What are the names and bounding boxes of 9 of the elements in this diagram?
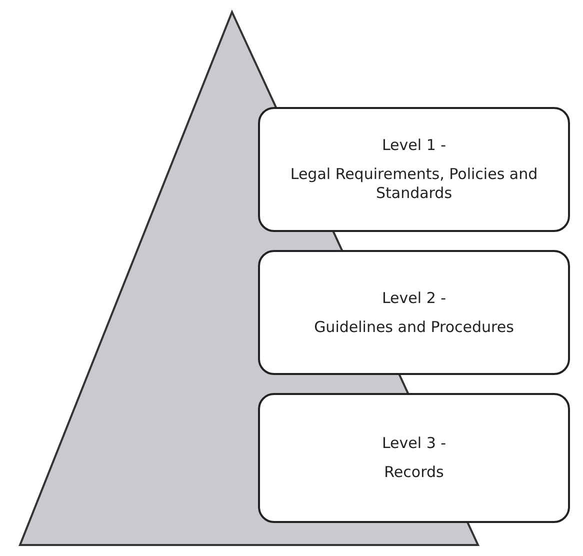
level-box <box>258 250 570 375</box>
level-box <box>258 107 570 232</box>
level-heading: Level 1 - <box>382 136 446 156</box>
level-description: Records <box>384 463 444 482</box>
level-heading: Level 2 - <box>382 288 446 308</box>
level-description: Legal Requirements, Policies and Standards <box>289 165 539 203</box>
level-heading: Level 3 - <box>382 434 446 453</box>
level-box <box>258 393 570 523</box>
level-description: Guidelines and Procedures <box>314 318 514 336</box>
